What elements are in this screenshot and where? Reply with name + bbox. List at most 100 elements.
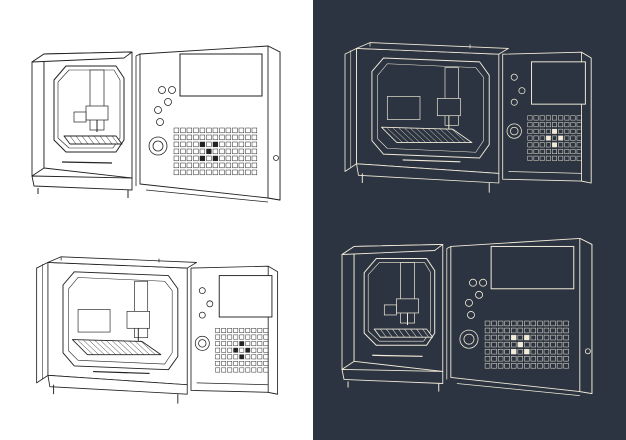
keypad-key [537,348,543,355]
handwheel-center [463,333,475,345]
keypad-key [219,127,225,134]
keypad-center-key [558,135,564,141]
keypad-key [212,169,219,176]
panel-button [156,118,164,126]
keypad-center-key [245,354,251,360]
keypad-key [543,327,550,334]
door-handle [61,161,113,164]
table-slot [105,135,113,145]
panel-button [510,98,518,106]
keypad-key [215,347,221,353]
keypad-key [212,162,219,169]
keypad-key [504,334,510,341]
keypad-key [251,354,257,360]
keypad-key [543,341,550,348]
keypad-key [533,142,539,148]
keypad-key [180,162,186,169]
keypad-key [251,361,257,366]
keypad-key [180,155,186,162]
keypad-key [180,127,186,134]
keypad-key [556,320,563,327]
keypad-key [537,320,543,327]
table-slot [387,128,403,143]
keypad-center-key [545,142,551,148]
door-handle [372,354,423,357]
keypad-key [530,327,537,334]
keypad-key [206,162,212,169]
keypad-key [550,320,556,327]
control-screen [531,61,586,105]
keypad-key [225,134,232,141]
control-panel-side [579,237,593,395]
keypad-key [543,348,550,355]
keypad-key [263,334,269,340]
table-slot [93,135,101,145]
keypad-key [543,356,550,362]
keypad-key [251,148,258,155]
keypad-key [563,341,569,348]
cnc-machine-drawing-top-left [31,45,281,203]
keypad-key [527,128,533,134]
keypad-key [186,155,193,162]
keypad-key [219,169,225,176]
keypad-key [215,328,221,333]
keypad-key [533,128,539,134]
keypad-key [245,134,251,141]
keypad-center-key [233,347,239,353]
table-slot [83,340,99,355]
keypad-key [530,348,537,355]
keypad-key [232,169,238,176]
keypad-key [206,134,212,141]
table-slot [433,128,450,143]
keypad-center-key [199,155,206,162]
keypad-key [543,320,550,327]
panel-base-edge [456,383,580,396]
keypad-key [497,356,504,362]
window-inner-frame [377,63,484,153]
keypad-key [576,115,582,121]
keypad-key [530,356,537,362]
keypad-key [484,320,491,327]
keypad-key [215,334,221,340]
keypad-key [206,127,212,134]
keypad-key [491,348,497,355]
keypad-key [238,148,245,155]
keypad-key [251,155,258,162]
keypad-key [552,122,557,128]
keypad-key [227,341,233,347]
keypad-key [263,361,269,366]
keypad-key [186,127,193,134]
keypad-key [221,347,227,353]
cnc-machine-drawing-top-right [344,42,592,193]
enclosure-side-panel [341,246,355,370]
keypad-center-key [239,354,245,360]
keypad-key [563,348,569,355]
spindle-motor [383,304,397,316]
panel-button [510,73,518,81]
keypad-key [257,334,263,340]
keypad-key [219,141,225,148]
table-slot [111,135,119,145]
keypad-key [537,356,543,362]
table-slot [77,340,94,355]
keypad-key [564,142,570,148]
keypad-key [180,169,186,176]
keypad-center-key [552,135,557,141]
keypad-key [180,141,186,148]
table-slot [94,340,111,355]
window-inner-frame [367,262,431,342]
keypad-key [225,155,232,162]
keypad-key [232,141,238,148]
keypad-key [570,142,576,148]
control-screen [218,275,273,318]
keypad-key [245,367,251,373]
keypad-key [225,141,232,148]
keypad-center-key [245,347,251,353]
keypad-center-key [206,141,212,148]
keypad-key [539,128,545,134]
keypad-key [527,142,533,148]
enclosure-top [341,243,444,255]
keypad-key [251,334,257,340]
keypad-key [219,155,225,162]
keypad-key [263,354,269,360]
